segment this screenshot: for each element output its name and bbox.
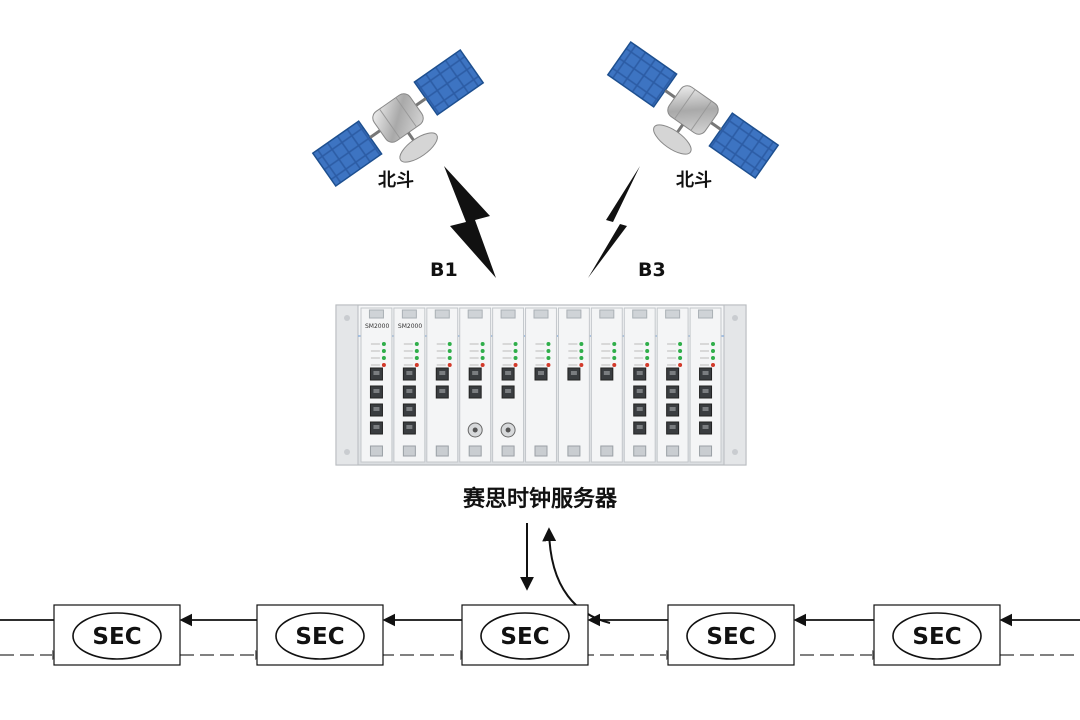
server-card [590,307,623,463]
lightning-bolt-icon [444,166,496,278]
sec-ellipse [275,612,365,660]
card-title: SM2000 [365,323,389,330]
sec-label: SEC [92,624,141,650]
sec-node: SEC [53,604,181,666]
satellite-label: 北斗 [378,170,414,191]
server-card [656,307,689,463]
sec-ellipse [892,612,982,660]
server-card: SM2000 [360,307,393,463]
satellite-icon [606,40,780,180]
server-card [525,307,557,463]
server-card: SM2000 [393,307,426,463]
server-label: 赛思时钟服务器 [462,486,618,512]
card-title: SM2000 [398,323,422,330]
sec-label: SEC [706,624,755,650]
sec-label: SEC [500,624,549,650]
satellite-icon [311,48,485,188]
sec-ellipse [686,612,776,660]
sec-node: SEC [256,604,384,666]
server-card [492,307,525,463]
server-card [623,307,656,463]
sec-label: SEC [295,624,344,650]
sec-ellipse [72,612,162,660]
server-card [426,307,459,463]
server-card [557,307,590,463]
sec-node: SEC [873,604,1001,666]
sec-label: SEC [912,624,961,650]
signal-label: B3 [638,259,666,281]
server-card [689,307,722,463]
satellite-label: 北斗 [676,170,712,191]
server-card [459,307,492,463]
clock-server: SM2000 SM2000 [335,304,747,466]
sec-ellipse [480,612,570,660]
sec-node: SEC [461,604,589,666]
sec-node: SEC [667,604,795,666]
lightning-bolt-icon [588,166,640,278]
signal-label: B1 [430,259,458,281]
